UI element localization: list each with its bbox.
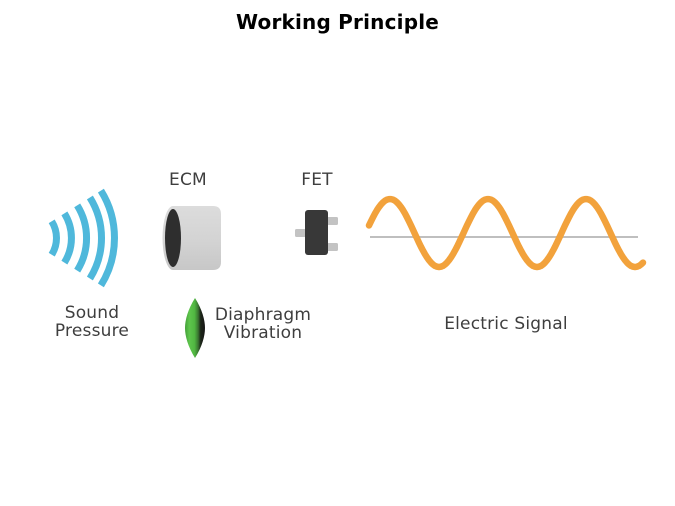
diaphragm-lens-icon <box>185 298 205 358</box>
sound-pressure-label-line1: Sound <box>64 303 120 323</box>
electric-signal-label: Electric Signal <box>444 314 568 334</box>
diaphragm-label-line2: Vibration <box>223 323 303 343</box>
ecm-label: ECM <box>169 170 207 190</box>
diaphragm-label-line1: Diaphragm <box>214 305 312 325</box>
diaphragm-vibration-label: Diaphragm Vibration <box>203 306 323 342</box>
page-title: Working Principle <box>235 10 440 34</box>
ecm-opening <box>165 209 181 267</box>
fet-lead-right-top <box>327 217 338 225</box>
sine-wave-icon <box>365 195 647 271</box>
sine-wave-path <box>365 195 647 271</box>
sound-pressure-label-line2: Pressure <box>54 321 130 341</box>
fet-body <box>305 210 328 255</box>
ecm-cylinder-icon <box>162 206 221 270</box>
fet-transistor-icon <box>295 210 338 255</box>
fet-lead-left <box>295 229 306 237</box>
fet-label: FET <box>301 170 333 190</box>
fet-lead-right-bottom <box>327 243 338 251</box>
sound-pressure-label: Sound Pressure <box>32 304 152 340</box>
sound-waves-icon <box>48 188 118 288</box>
